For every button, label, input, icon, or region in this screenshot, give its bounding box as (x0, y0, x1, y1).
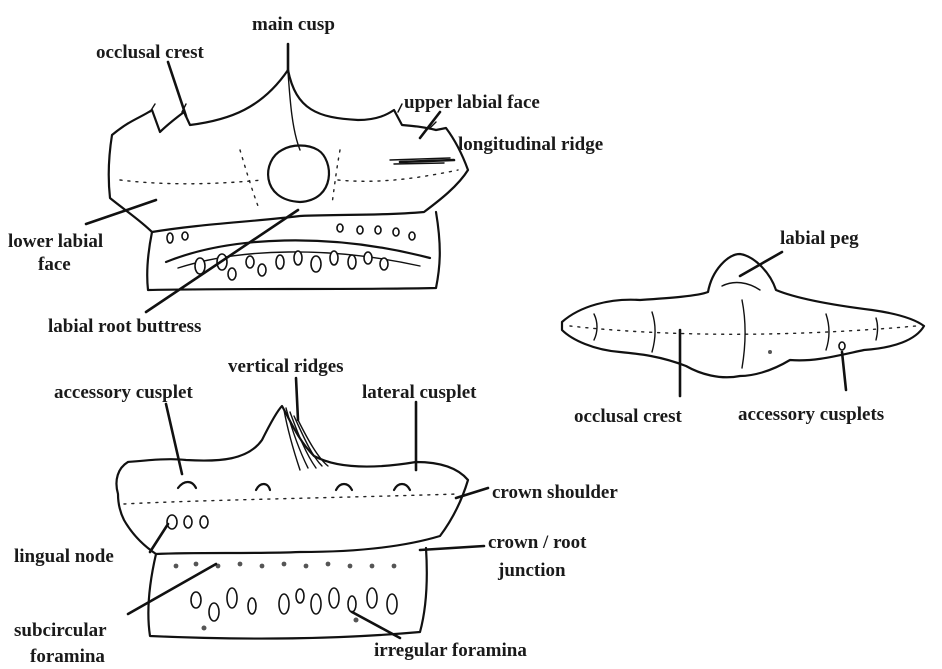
leader-occlusal-crest (168, 62, 186, 116)
label-subcircular-foramina-1: subcircular (14, 620, 107, 641)
vertical-ridges-hatch (284, 408, 328, 470)
leader-upper-labial-face (420, 112, 440, 138)
root-foramina-b (191, 588, 397, 631)
peg-shading (722, 283, 760, 290)
label-labial-peg: labial peg (780, 228, 859, 249)
leader-crown-root-junction (420, 546, 484, 550)
label-crown-root-junction-1: crown / root (488, 532, 587, 553)
label-occlusal-crest: occlusal crest (96, 42, 204, 63)
label-lower-labial-face-2: face (38, 254, 71, 275)
stipple-a1 (120, 180, 262, 184)
leader-longitudinal-ridge (400, 160, 454, 162)
label-labial-root-buttress: labial root buttress (48, 316, 201, 337)
tooth-occlusal-view: labial peg occlusal crest accessory cusp… (562, 228, 924, 427)
accessory-cusplet-mark (839, 342, 845, 350)
leader-accessory-cusplets (842, 352, 846, 390)
leader-lower-labial-face (86, 200, 156, 224)
root-outline-b (148, 548, 426, 639)
leader-lingual-node (150, 524, 168, 552)
leader-accessory-cusplet (166, 404, 182, 474)
label-longitudinal-ridge: longitudinal ridge (458, 134, 603, 155)
label-accessory-cusplets: accessory cusplets (738, 404, 884, 425)
main-cusp-ridge (288, 72, 300, 150)
label-crown-shoulder: crown shoulder (492, 482, 618, 503)
cusplet-dividers (594, 300, 878, 368)
leader-vertical-ridges (296, 378, 298, 420)
label-main-cusp: main cusp (252, 14, 335, 35)
leader-crown-shoulder (456, 488, 488, 498)
tooth-lingual-view: vertical ridges accessory cusplet latera… (14, 356, 618, 667)
label-vertical-ridges: vertical ridges (228, 356, 344, 377)
occlusal-crest-line (570, 326, 916, 334)
cusplet-bump-1 (178, 482, 196, 488)
cusplet-bump-4 (394, 484, 410, 490)
label-lateral-cusplet: lateral cusplet (362, 382, 477, 403)
stipple-a3 (240, 150, 258, 206)
label-lower-labial-face-1: lower labial (8, 231, 103, 252)
main-cusp-base (268, 146, 329, 203)
cusplet-bump-2 (256, 484, 270, 490)
junction-foramina (174, 562, 397, 569)
label-lingual-node: lingual node (14, 546, 114, 567)
leader-irregular-foramina (352, 612, 400, 638)
stipple-a2 (338, 170, 458, 181)
label-occlusal-crest-c: occlusal crest (574, 406, 682, 427)
label-upper-labial-face: upper labial face (404, 92, 540, 113)
lingual-node-marks (167, 515, 208, 529)
label-subcircular-foramina-2: foramina (30, 646, 105, 667)
crown-shoulder-line (124, 494, 458, 504)
cusplet-bump-3 (336, 484, 352, 490)
stipple-a4 (332, 150, 340, 204)
label-crown-root-junction-2: junction (497, 560, 566, 581)
tooth-labial-view: main cusp occlusal crest upper labial fa… (8, 14, 603, 337)
peg-dot (768, 350, 772, 354)
leader-subcircular-foramina (128, 564, 216, 614)
label-accessory-cusplet: accessory cusplet (54, 382, 193, 403)
label-irregular-foramina: irregular foramina (374, 640, 527, 661)
